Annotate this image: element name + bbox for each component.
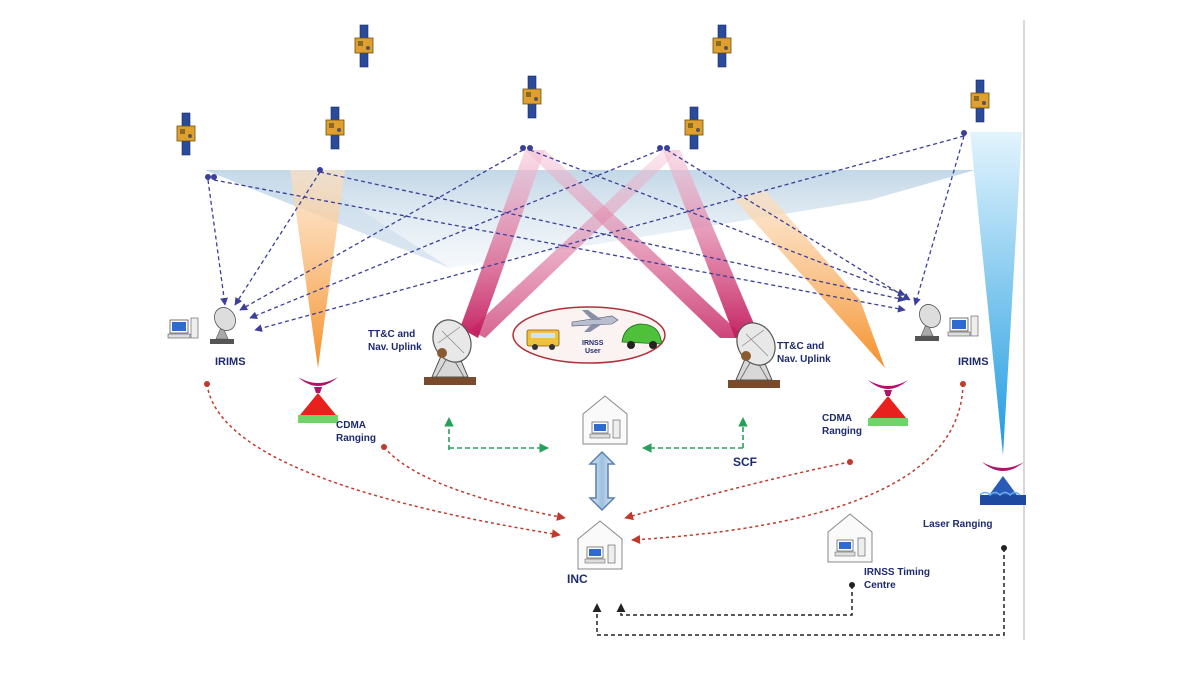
scf-label: SCF [733,455,757,469]
cdma-antenna-icon [868,380,908,426]
irnss-user-label-2: User [585,348,601,355]
ttc-beam-right [663,150,760,338]
scf-inc-link-arrow [588,450,616,512]
cdma-antenna-icon [298,377,338,423]
building-icon [582,395,628,445]
ranging-link-endpoints [204,381,966,465]
timing-links [592,548,1005,636]
building-icon [827,513,873,563]
irims-right-label: IRIMS [958,356,989,368]
laser-ranging-label: Laser Ranging [923,519,992,530]
car-icon [621,323,663,349]
dish-antenna-icon [914,300,946,342]
timing-centre-label-1: IRNSS Timing [864,567,930,578]
ttc-beam-left-2 [525,150,745,338]
timing-link-endpoints [849,545,1007,588]
navigation-links [207,135,965,332]
ttc-beam-left [460,150,545,338]
cdma-beam-left [290,170,345,368]
ttc-left-label-2: Nav. Uplink [368,342,422,353]
irnss-user-label-1: IRNSS [582,340,604,347]
satellite-icon [684,106,704,150]
ttc-right-label-2: Nav. Uplink [777,354,831,365]
satellite-icon [325,106,345,150]
satellite-nodes [205,130,967,180]
irims-left-label: IRIMS [215,356,246,368]
plane-icon [571,310,619,332]
bus-icon [526,329,560,350]
laser-beam [970,132,1022,455]
computer-icon [947,315,979,337]
cdma-beam-right [735,190,885,368]
computer-icon [167,317,199,339]
cdma-right-label-1: CDMA [822,413,852,424]
cdma-left-label-2: Ranging [336,433,376,444]
inc-label: INC [567,572,588,586]
cdma-left-label-1: CDMA [336,420,366,431]
ttc-left-label-1: TT&C and [368,329,415,340]
satellite-icon [970,79,990,123]
ranging-links [206,383,964,544]
timing-centre-label-2: Centre [864,580,896,591]
dish-antenna-icon [209,303,241,345]
laser-station-icon [979,462,1026,505]
satellite-icon [712,24,732,68]
ttc-right-label-1: TT&C and [777,341,824,352]
ttc-beam-right-2 [470,150,680,338]
building-icon [577,520,623,570]
satellite-icon [522,75,542,119]
satellite-icon [354,24,374,68]
cdma-right-label-2: Ranging [822,426,862,437]
scf-links [444,417,748,453]
satellite-icon [176,112,196,156]
